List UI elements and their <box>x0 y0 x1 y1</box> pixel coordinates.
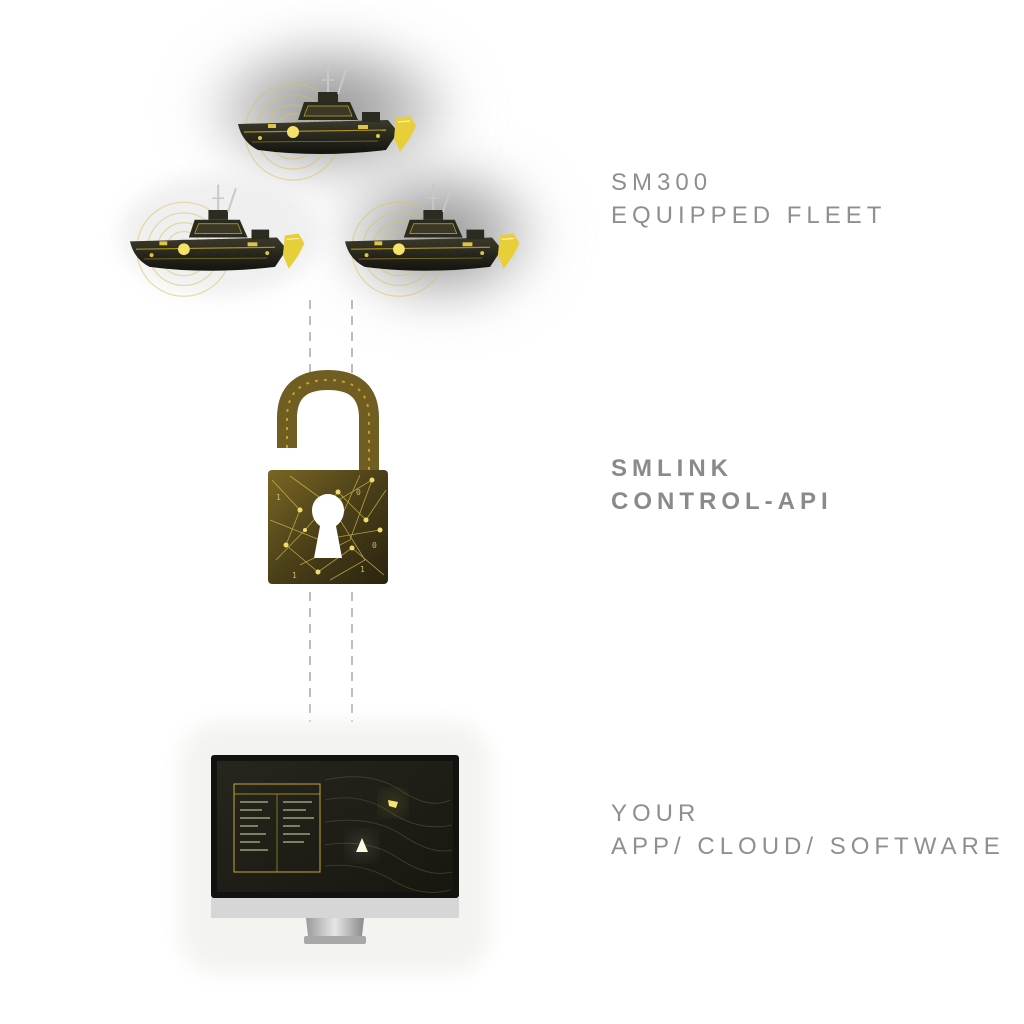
app-label: YOUR APP/ CLOUD/ SOFTWARE <box>611 797 1005 863</box>
fleet-label-line2: EQUIPPED FLEET <box>611 199 886 232</box>
svg-text:0: 0 <box>356 488 361 497</box>
svg-text:0: 0 <box>372 541 377 550</box>
api-label-line1: SMLINK <box>611 452 833 485</box>
app-label-line1: YOUR <box>611 797 1005 830</box>
api-label-line2: CONTROL-API <box>611 485 833 518</box>
fleet-label: SM300 EQUIPPED FLEET <box>611 166 886 232</box>
svg-text:1: 1 <box>276 493 281 502</box>
app-label-line2: APP/ CLOUD/ SOFTWARE <box>611 830 1005 863</box>
fleet-label-line1: SM300 <box>611 166 886 199</box>
api-label: SMLINK CONTROL-API <box>611 452 833 518</box>
svg-text:1: 1 <box>360 565 365 574</box>
svg-text:1: 1 <box>292 571 297 580</box>
desktop-monitor-icon <box>180 722 490 974</box>
open-padlock-icon: 0 1 0 1 1 <box>268 380 388 584</box>
